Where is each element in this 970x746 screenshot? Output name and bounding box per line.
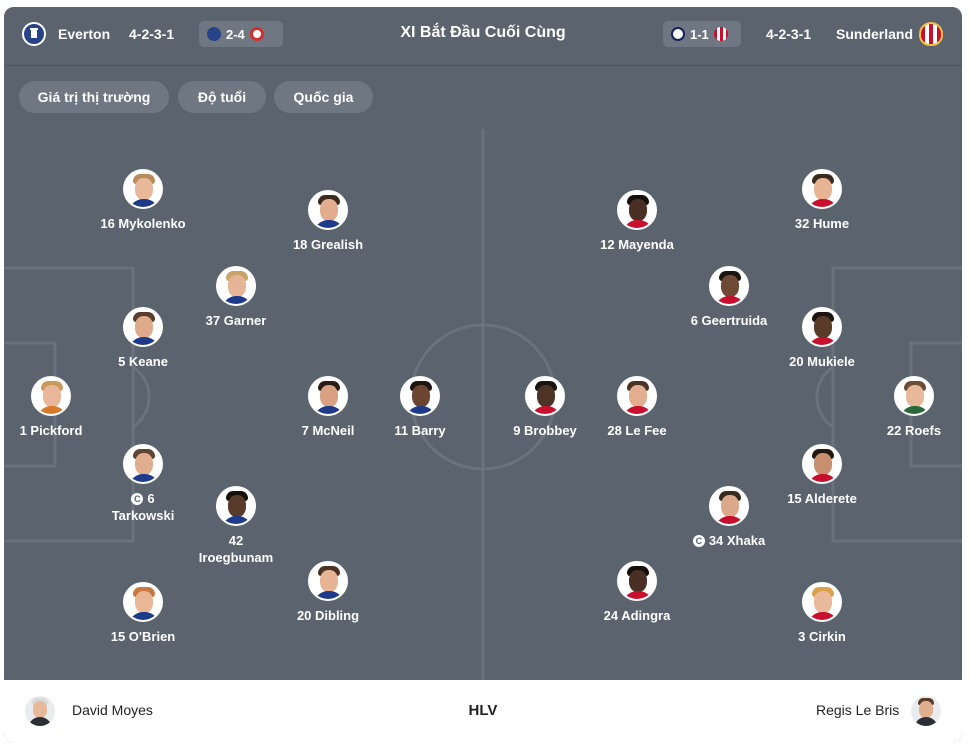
player-photo	[525, 376, 565, 416]
player-card[interactable]: 24 Adingra	[577, 561, 697, 624]
filter-nationality[interactable]: Quốc gia	[274, 81, 373, 113]
player-card[interactable]: 9 Brobbey	[485, 376, 605, 439]
lineup-card: Everton 4-2-3-1 2-4 XI Bắt Đầu Cuối Cùng…	[4, 7, 962, 743]
player-photo	[123, 307, 163, 347]
player-card[interactable]: 18 Grealish	[268, 190, 388, 253]
player-photo	[123, 169, 163, 209]
captain-icon: C	[131, 493, 144, 505]
player-card[interactable]: 6 Geertruida	[669, 266, 789, 329]
player-card[interactable]: 32 Hume	[762, 169, 882, 232]
player-photo	[308, 376, 348, 416]
player-photo	[802, 169, 842, 209]
player-photo	[123, 582, 163, 622]
player-name: 1 Pickford	[19, 423, 83, 438]
filter-bar: Giá trị thị trường Độ tuổi Quốc gia	[4, 66, 962, 128]
player-name: 22 Roefs	[886, 423, 942, 438]
player-photo	[617, 561, 657, 601]
player-card[interactable]: 20 Mukiele	[762, 307, 882, 370]
player-name: 28 Le Fee	[607, 423, 667, 438]
home-last-score: 2-4	[226, 26, 245, 42]
player-name: 15 Alderete	[787, 491, 857, 506]
filter-market-value[interactable]: Giá trị thị trường	[19, 81, 169, 113]
player-name: 9 Brobbey	[513, 423, 577, 438]
coaches-bar: David Moyes HLV Regis Le Bris	[4, 680, 962, 743]
player-photo	[308, 561, 348, 601]
home-team-name[interactable]: Everton	[58, 26, 111, 42]
player-name: 18 Grealish	[292, 237, 364, 252]
player-photo	[709, 486, 749, 526]
player-name: 37 Garner	[205, 313, 267, 328]
player-card[interactable]: 42 Iroegbunam	[196, 486, 276, 566]
player-card[interactable]: 1 Pickford	[4, 376, 111, 439]
brentford-crest-icon	[249, 27, 264, 41]
filter-age[interactable]: Độ tuổi	[178, 81, 266, 113]
away-last-match[interactable]: 1-1	[663, 21, 741, 47]
tottenham-crest-icon	[671, 27, 685, 41]
away-coach-name[interactable]: Regis Le Bris	[816, 702, 900, 718]
player-photo	[802, 582, 842, 622]
player-name: 11 Barry	[394, 423, 446, 438]
pitch: 16 Mykolenko 18 Grealish 37 Garner 5 Kea…	[4, 129, 962, 680]
captain-icon: C	[692, 535, 705, 547]
player-photo	[802, 444, 842, 484]
player-photo	[802, 307, 842, 347]
player-name: 42 Iroegbunam	[198, 533, 274, 565]
player-card[interactable]: 7 McNeil	[268, 376, 388, 439]
player-photo	[123, 444, 163, 484]
player-name: 20 Dibling	[296, 608, 360, 623]
player-card[interactable]: 28 Le Fee	[577, 376, 697, 439]
player-card[interactable]: 5 Keane	[83, 307, 203, 370]
lineup-title: XI Bắt Đầu Cuối Cùng	[400, 24, 566, 41]
player-name: 6 Geertruida	[690, 313, 768, 328]
player-photo	[216, 266, 256, 306]
sunderland-mini-crest-icon	[713, 27, 728, 41]
sunderland-crest-icon[interactable]	[919, 22, 943, 46]
player-name: 7 McNeil	[301, 423, 355, 438]
player-card[interactable]: 11 Barry	[360, 376, 480, 439]
player-name: 15 O'Brien	[110, 629, 176, 644]
home-last-match[interactable]: 2-4	[199, 21, 283, 47]
player-card[interactable]: 20 Dibling	[268, 561, 388, 624]
coach-label: HLV	[468, 702, 498, 719]
player-photo	[308, 190, 348, 230]
player-photo	[709, 266, 749, 306]
player-card[interactable]: 15 Alderete	[762, 444, 882, 507]
player-name: 5 Keane	[118, 354, 168, 369]
player-card[interactable]: 12 Mayenda	[577, 190, 697, 253]
player-photo	[31, 376, 71, 416]
player-name: 24 Adingra	[603, 608, 671, 623]
player-name: 3 Cirkin	[798, 629, 846, 644]
player-card[interactable]: 16 Mykolenko	[83, 169, 203, 232]
pitch-markings	[4, 129, 962, 680]
everton-crest-icon[interactable]	[22, 22, 46, 46]
away-coach-photo[interactable]	[911, 696, 941, 726]
player-name: 20 Mukiele	[789, 354, 855, 369]
player-card[interactable]: 22 Roefs	[854, 376, 962, 439]
player-photo	[617, 376, 657, 416]
player-card[interactable]: 3 Cirkin	[762, 582, 882, 645]
player-photo	[216, 486, 256, 526]
away-team-name[interactable]: Sunderland	[836, 26, 914, 42]
player-name: 16 Mykolenko	[100, 216, 186, 231]
home-coach-name[interactable]: David Moyes	[72, 702, 153, 718]
away-last-score: 1-1	[690, 26, 709, 42]
home-coach-photo[interactable]	[25, 696, 55, 726]
home-formation: 4-2-3-1	[129, 26, 175, 42]
player-photo	[617, 190, 657, 230]
player-name: 32 Hume	[794, 216, 850, 231]
player-card[interactable]: 37 Garner	[176, 266, 296, 329]
player-photo	[400, 376, 440, 416]
player-name: 12 Mayenda	[600, 237, 674, 252]
player-card[interactable]: 15 O'Brien	[83, 582, 203, 645]
away-formation: 4-2-3-1	[766, 26, 812, 42]
lineup-header: Everton 4-2-3-1 2-4 XI Bắt Đầu Cuối Cùng…	[4, 7, 962, 66]
player-photo	[894, 376, 934, 416]
everton-mini-crest-icon	[207, 27, 221, 41]
